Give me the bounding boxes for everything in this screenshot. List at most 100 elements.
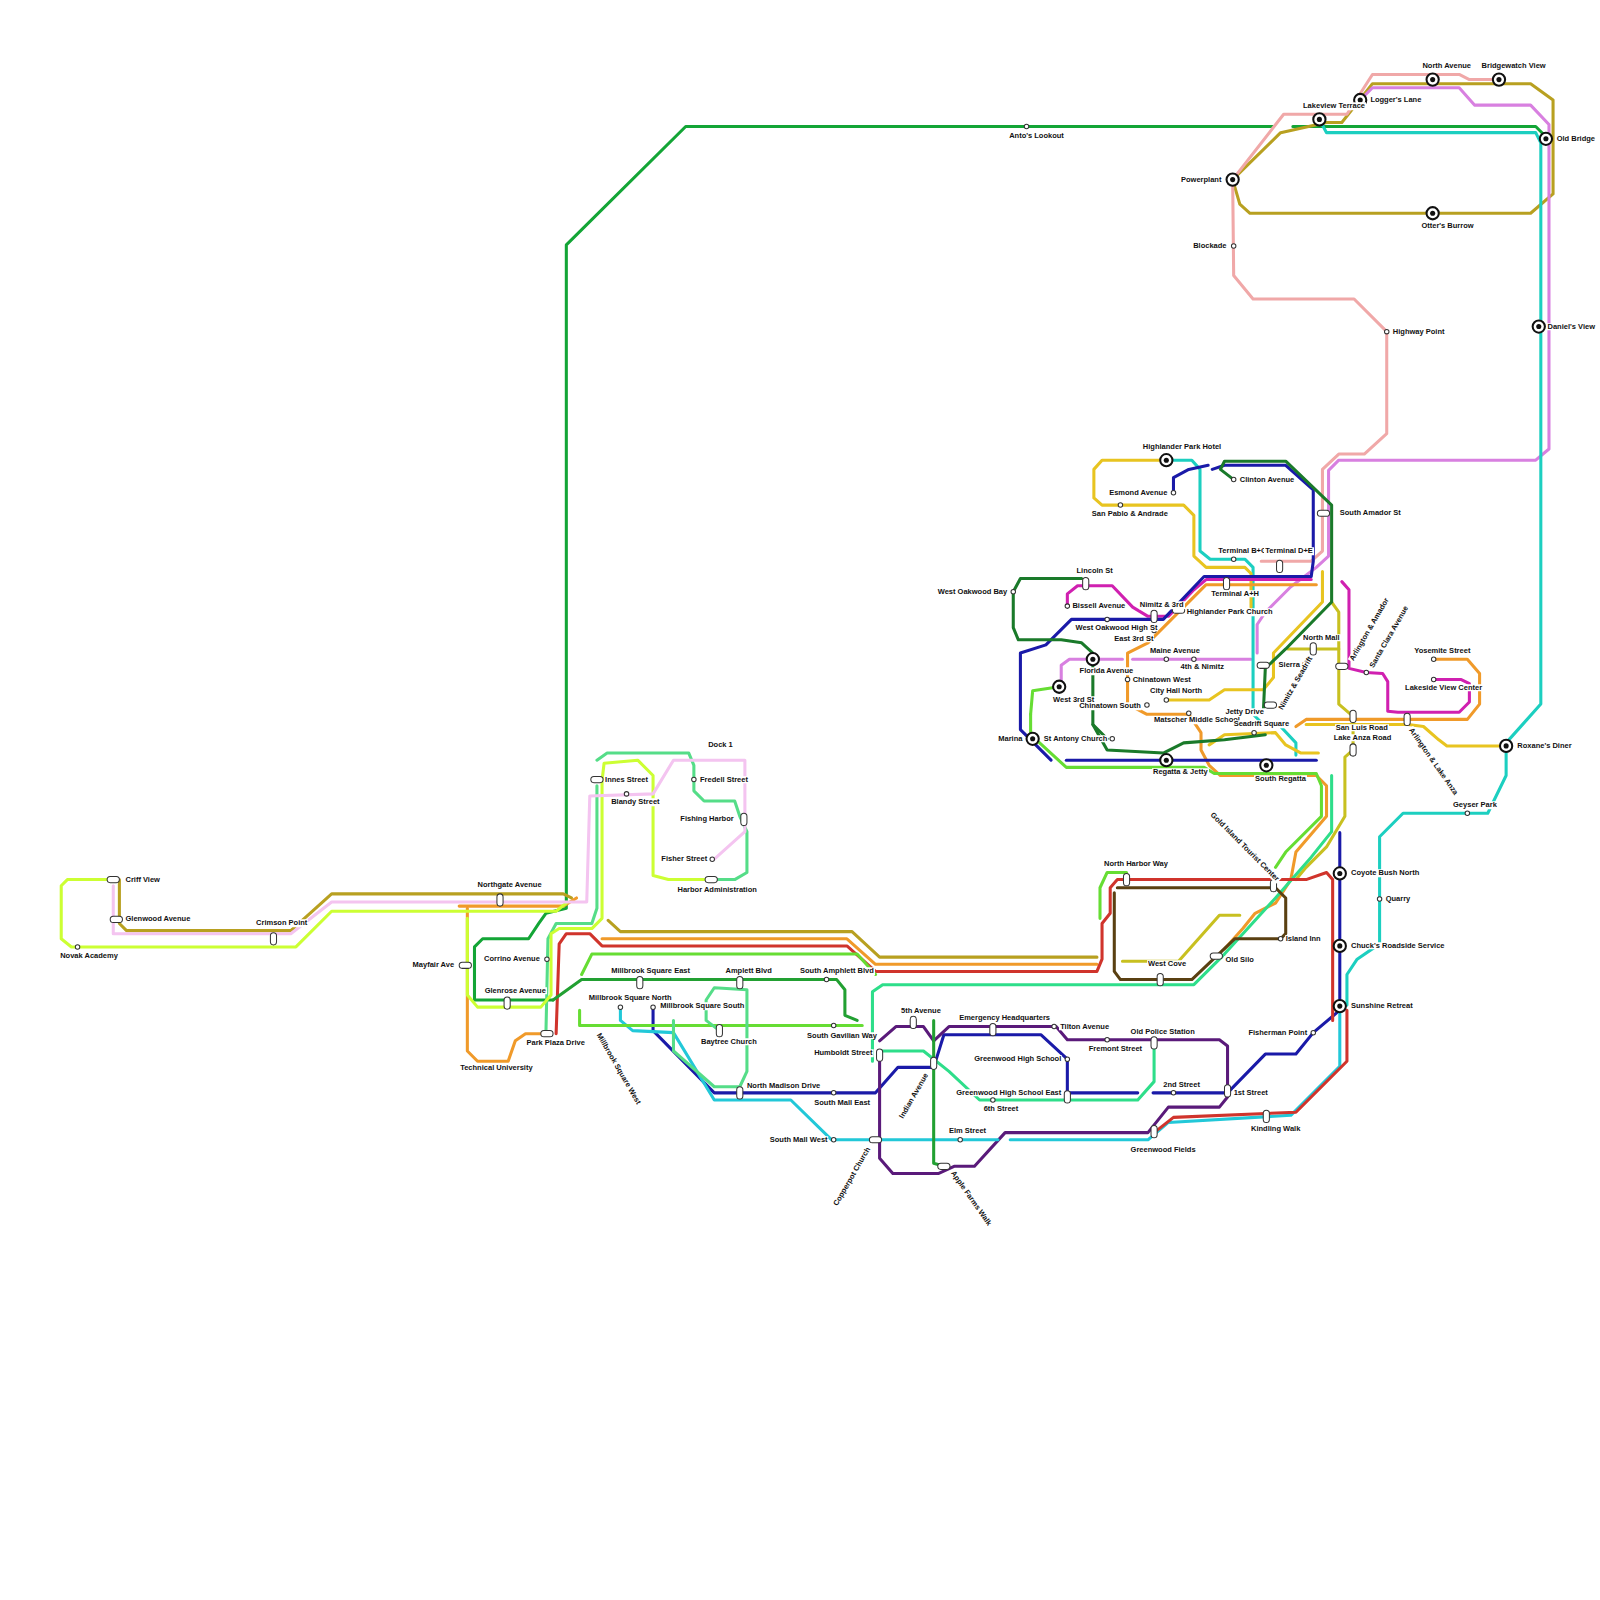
interchange-core [1230, 177, 1235, 182]
station-dot [1011, 590, 1015, 594]
route-line [1220, 461, 1331, 714]
station-label: South Amador St [1339, 510, 1402, 518]
route-line [597, 753, 747, 880]
station-label: Lakeview Terrace [1302, 102, 1366, 110]
interchange-core [1164, 458, 1169, 463]
station-dot [831, 1138, 835, 1142]
station-label: Fishing Harbor [679, 816, 734, 824]
station-pill [990, 1023, 996, 1035]
interchange-marker [1334, 1000, 1346, 1012]
station-dot [545, 957, 549, 961]
station-pill [1224, 1085, 1230, 1097]
station-label: Anto's Lookout [1008, 132, 1065, 140]
station-label: West Oakwood Bay [937, 588, 1008, 596]
station-label: Yosemite Street [1413, 647, 1471, 655]
station-pill [1310, 643, 1316, 655]
station-label: Novak Academy [59, 952, 119, 960]
station-label: Copperpot Church [832, 1145, 873, 1208]
station-pill [741, 813, 747, 825]
station-pill [910, 1016, 916, 1028]
station-label: Terminal D+E [1264, 547, 1314, 555]
station-label: Fisher Street [660, 855, 708, 863]
station-dot [1431, 657, 1435, 661]
station-label: City Hall North [1149, 687, 1203, 695]
station-pill [1350, 744, 1356, 756]
station-label: Sunshine Retreat [1350, 1002, 1414, 1010]
station-pill [497, 894, 503, 906]
station-pill [637, 977, 643, 989]
station-pill [1277, 560, 1283, 572]
station-dot [710, 857, 714, 861]
route-line [602, 939, 1097, 965]
station-dot [1105, 1038, 1109, 1042]
station-label: Coyote Bush North [1350, 870, 1420, 878]
station-pill [591, 777, 603, 783]
interchange-core [1337, 1004, 1342, 1009]
route-line [1128, 585, 1317, 776]
station-dot [1278, 937, 1282, 941]
station-label: Blockade [1192, 242, 1227, 250]
route-line [1233, 84, 1553, 214]
station-label: Glenwood Avenue [124, 916, 191, 924]
station-label: St Antony Church [1043, 735, 1108, 743]
station-pill [1151, 1126, 1157, 1138]
station-label: Apple Farms Walk [949, 1169, 993, 1228]
station-dot [958, 1138, 962, 1142]
station-markers [75, 73, 1552, 1169]
station-label: Lincoln St [1076, 568, 1114, 576]
route-line [1233, 74, 1499, 179]
station-label: Daniel's View [1546, 323, 1596, 331]
route-line [880, 1046, 1154, 1100]
station-label: 6th Street [983, 1105, 1020, 1113]
interchange-marker [1427, 207, 1439, 219]
interchange-core [1430, 77, 1435, 82]
station-dot [1171, 1091, 1175, 1095]
route-line [1020, 465, 1313, 760]
station-label: Terminal A+H [1210, 590, 1260, 598]
interchange-core [1504, 743, 1509, 748]
station-label: Marina [997, 735, 1023, 743]
route-line [1173, 465, 1208, 493]
station-label: Park Plaza Drive [526, 1039, 586, 1047]
interchange-marker [1160, 754, 1172, 766]
station-dot [1065, 1057, 1069, 1061]
station-dot [1118, 503, 1122, 507]
station-label: 1st Street [1233, 1089, 1269, 1097]
station-pill [1264, 702, 1276, 708]
route-line [556, 872, 1333, 1033]
route-lines [61, 74, 1553, 1173]
station-dot [831, 1091, 835, 1095]
interchange-marker [1260, 759, 1272, 771]
station-dot [1187, 711, 1191, 715]
interchange-marker [1313, 113, 1325, 125]
station-label: Lakeside View Center [1404, 684, 1483, 692]
station-dot [1024, 124, 1028, 128]
station-label: Old Silo [1224, 956, 1254, 964]
station-dot [1065, 604, 1069, 608]
station-dot [824, 977, 828, 981]
route-line [113, 760, 745, 933]
station-label: Harbor Administration [677, 886, 758, 894]
station-label: Logger's Lane [1369, 96, 1422, 104]
station-pill [1151, 1037, 1157, 1049]
station-label: Powerplant [1180, 176, 1222, 184]
station-label: Esmond Avenue [1108, 489, 1168, 497]
station-label: Chuck's Roadside Service [1350, 942, 1446, 950]
station-dot [1171, 491, 1175, 495]
station-pill [1317, 510, 1329, 516]
route-line [1306, 724, 1506, 745]
interchange-marker [1027, 733, 1039, 745]
station-pill [541, 1031, 553, 1037]
station-dot [1311, 1030, 1315, 1034]
station-label: Baytree Church [700, 1038, 758, 1046]
station-dot [1384, 329, 1388, 333]
station-label: Geyser Park [1452, 801, 1498, 809]
interchange-core [1264, 763, 1269, 768]
interchange-marker [1334, 940, 1346, 952]
station-pill [459, 962, 471, 968]
station-label: 4th & Nimitz [1180, 664, 1225, 672]
station-dot [1252, 730, 1256, 734]
station-label: Emergency Headquarters [958, 1015, 1051, 1023]
interchange-marker [1227, 173, 1239, 185]
